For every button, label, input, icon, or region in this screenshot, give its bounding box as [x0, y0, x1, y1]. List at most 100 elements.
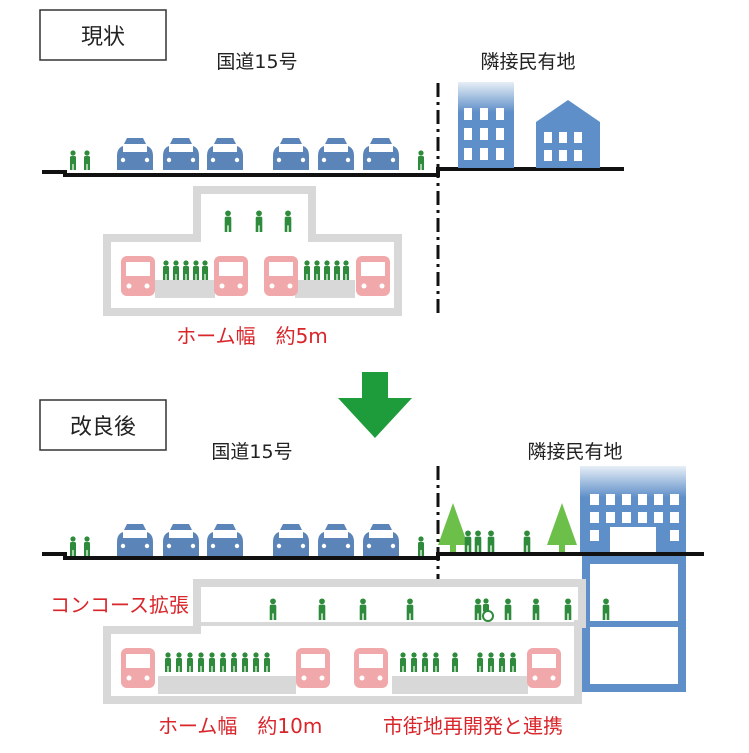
pedestrian-icon	[564, 598, 572, 620]
pedestrian-icon	[406, 598, 414, 620]
train-front-icon	[214, 256, 248, 296]
pedestrian-icon	[318, 598, 326, 620]
pedestrian-icon	[474, 530, 482, 552]
pedestrian-icon	[422, 652, 428, 672]
pedestrian-icon	[84, 150, 90, 170]
platform-current-2	[295, 280, 355, 298]
land-label-improved: 隣接民有地	[527, 441, 622, 463]
pedestrian-icon	[488, 652, 494, 672]
platform-current-1	[155, 280, 215, 298]
pedestrian-icon	[487, 530, 495, 552]
pedestrian-icon	[343, 260, 349, 280]
down-arrow-icon	[338, 372, 412, 438]
car-icon	[163, 524, 199, 556]
pedestrian-icon	[504, 598, 512, 620]
pedestrian-icon	[477, 652, 483, 672]
cars-layer	[117, 138, 399, 556]
car-icon	[318, 138, 354, 170]
car-icon	[163, 138, 199, 170]
pedestrian-icon	[183, 260, 189, 280]
car-icon	[207, 524, 243, 556]
car-icon	[363, 524, 399, 556]
pedestrian-icon	[193, 260, 199, 280]
train-front-icon	[121, 648, 155, 688]
section-label-improved: 改良後	[70, 415, 136, 440]
pedestrian-icon	[70, 536, 76, 556]
pedestrian-icon	[474, 598, 482, 620]
pedestrian-icon	[173, 260, 179, 280]
house-icon	[536, 100, 600, 168]
pedestrian-icon	[224, 210, 232, 232]
pedestrian-icon	[304, 260, 310, 280]
car-icon	[117, 524, 153, 556]
pedestrian-icon	[324, 260, 330, 280]
pedestrian-icon	[284, 210, 292, 232]
section-label-current: 現状	[81, 25, 125, 50]
pedestrian-icon	[165, 652, 171, 672]
road-label-current: 国道15号	[216, 51, 297, 73]
pedestrian-icon	[499, 652, 505, 672]
pedestrian-icon	[198, 652, 204, 672]
pedestrian-icon	[202, 260, 208, 280]
pedestrian-icon	[70, 150, 76, 170]
pedestrian-icon	[253, 652, 259, 672]
train-front-icon	[527, 648, 561, 688]
pedestrian-icon	[242, 652, 248, 672]
platform-improved-2	[392, 676, 528, 694]
car-icon	[273, 138, 309, 170]
pedestrian-icon	[176, 652, 182, 672]
train-front-icon	[264, 256, 298, 296]
car-icon	[318, 524, 354, 556]
train-front-icon	[354, 648, 388, 688]
platform-width-note-improved: ホーム幅 約10m	[158, 714, 322, 738]
office-building-icon	[458, 82, 514, 168]
pedestrian-icon	[464, 530, 472, 552]
pedestrian-icon	[523, 530, 531, 552]
platform-improved-1	[158, 676, 296, 694]
train-front-icon	[121, 256, 155, 296]
ground-line-improved	[42, 552, 704, 560]
ground-line-current	[42, 167, 624, 177]
pedestrian-icon	[209, 652, 215, 672]
pedestrian-icon	[418, 150, 424, 170]
pedestrian-icon	[84, 536, 90, 556]
land-label-current: 隣接民有地	[480, 51, 575, 73]
pedestrian-icon	[418, 536, 424, 556]
road-label-improved: 国道15号	[211, 441, 292, 463]
tree-icon	[438, 503, 468, 554]
pedestrian-icon	[400, 652, 406, 672]
pedestrian-icon	[220, 652, 226, 672]
tree-icon	[547, 503, 577, 554]
car-icon	[117, 138, 153, 170]
pedestrian-icon	[264, 652, 270, 672]
pedestrian-icon	[532, 598, 540, 620]
pedestrian-icon	[602, 598, 610, 620]
pedestrian-icon	[187, 652, 193, 672]
wheelchair-icon	[482, 598, 494, 622]
concourse-expansion-note: コンコース拡張	[50, 593, 189, 617]
section-box-improved	[39, 399, 167, 451]
people-layer	[70, 150, 610, 672]
pedestrian-icon	[314, 260, 320, 280]
pedestrian-icon	[163, 260, 169, 280]
pedestrian-icon	[411, 652, 417, 672]
pedestrian-icon	[433, 652, 439, 672]
pedestrian-icon	[359, 598, 367, 620]
car-icon	[363, 138, 399, 170]
train-front-icon	[356, 256, 390, 296]
section-box-current	[39, 9, 167, 61]
pedestrian-icon	[231, 652, 237, 672]
car-icon	[273, 524, 309, 556]
redevelopment-note: 市街地再開発と連携	[383, 714, 563, 738]
pedestrian-icon	[255, 210, 263, 232]
platform-width-note-current: ホーム幅 約5m	[176, 324, 328, 348]
pedestrian-icon	[269, 598, 277, 620]
redevelopment-building	[580, 466, 686, 692]
pedestrian-icon	[334, 260, 340, 280]
pedestrian-icon	[510, 652, 516, 672]
trains-layer	[121, 256, 561, 688]
train-front-icon	[296, 648, 330, 688]
pedestrian-icon	[452, 652, 458, 672]
